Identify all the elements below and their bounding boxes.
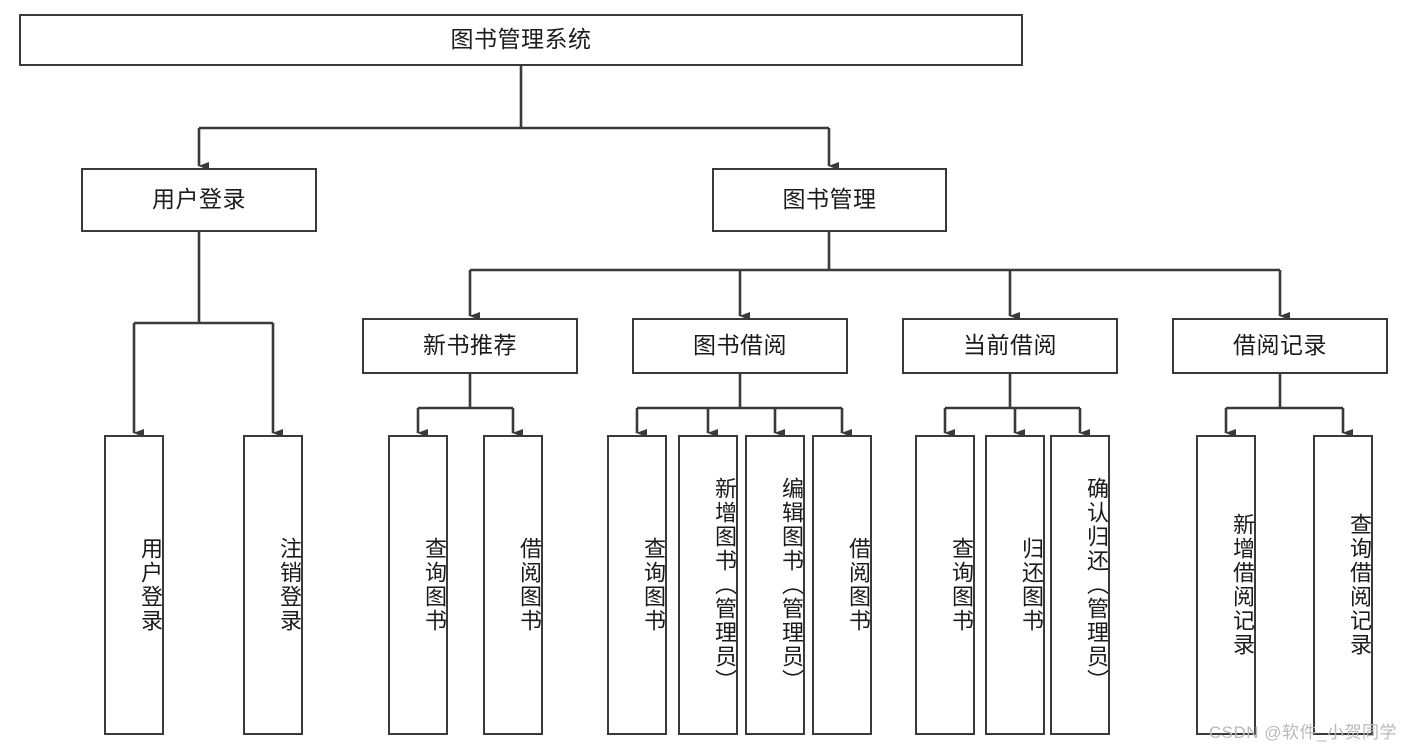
node-new-book-recommend-label: 新书推荐 (423, 332, 517, 359)
node-root-label: 图书管理系统 (450, 26, 592, 53)
node-book-manage-label: 图书管理 (782, 186, 877, 213)
node-leaf-borrow-book-1-label: 借阅图书 (517, 537, 542, 633)
node-leaf-confirm-return[interactable]: 确认归还（管理员） (1050, 435, 1110, 735)
node-leaf-edit-book-label: 编辑图书（管理员） (779, 477, 804, 693)
node-leaf-query-record-label: 查询借阅记录 (1347, 513, 1372, 657)
node-leaf-query-book-1[interactable]: 查询图书 (388, 435, 448, 735)
node-leaf-query-book-1-label: 查询图书 (422, 537, 447, 633)
node-leaf-borrow-book-1[interactable]: 借阅图书 (483, 435, 543, 735)
node-new-book-recommend[interactable]: 新书推荐 (362, 318, 578, 374)
node-leaf-add-book-label: 新增图书（管理员） (712, 477, 737, 693)
node-borrow-record-label: 借阅记录 (1233, 332, 1327, 359)
node-root[interactable]: 图书管理系统 (19, 14, 1023, 66)
node-book-borrow-label: 图书借阅 (693, 332, 787, 359)
node-leaf-return-book[interactable]: 归还图书 (985, 435, 1045, 735)
node-leaf-query-book-3-label: 查询图书 (949, 537, 974, 633)
node-book-manage[interactable]: 图书管理 (712, 168, 947, 232)
node-leaf-add-record-label: 新增借阅记录 (1230, 513, 1255, 657)
node-user-login[interactable]: 用户登录 (81, 168, 317, 232)
node-book-borrow[interactable]: 图书借阅 (632, 318, 848, 374)
node-leaf-borrow-book-2-label: 借阅图书 (846, 537, 871, 633)
node-leaf-user-login[interactable]: 用户登录 (104, 435, 164, 735)
node-leaf-add-record[interactable]: 新增借阅记录 (1196, 435, 1256, 735)
node-borrow-record[interactable]: 借阅记录 (1172, 318, 1388, 374)
node-leaf-borrow-book-2[interactable]: 借阅图书 (812, 435, 872, 735)
node-leaf-query-book-2-label: 查询图书 (641, 537, 666, 633)
node-leaf-query-book-2[interactable]: 查询图书 (607, 435, 667, 735)
node-leaf-edit-book[interactable]: 编辑图书（管理员） (745, 435, 805, 735)
node-current-borrow[interactable]: 当前借阅 (902, 318, 1118, 374)
node-leaf-add-book[interactable]: 新增图书（管理员） (678, 435, 738, 735)
watermark: CSDN @软件_小贺同学 (1208, 723, 1397, 742)
node-leaf-confirm-return-label: 确认归还（管理员） (1084, 477, 1109, 693)
node-current-borrow-label: 当前借阅 (963, 332, 1057, 359)
node-leaf-query-record[interactable]: 查询借阅记录 (1313, 435, 1373, 735)
node-leaf-query-book-3[interactable]: 查询图书 (915, 435, 975, 735)
node-leaf-user-logout-label: 注销登录 (277, 537, 302, 633)
node-leaf-return-book-label: 归还图书 (1019, 537, 1044, 633)
node-leaf-user-logout[interactable]: 注销登录 (243, 435, 303, 735)
node-user-login-label: 用户登录 (152, 186, 246, 213)
node-leaf-user-login-label: 用户登录 (138, 537, 163, 633)
